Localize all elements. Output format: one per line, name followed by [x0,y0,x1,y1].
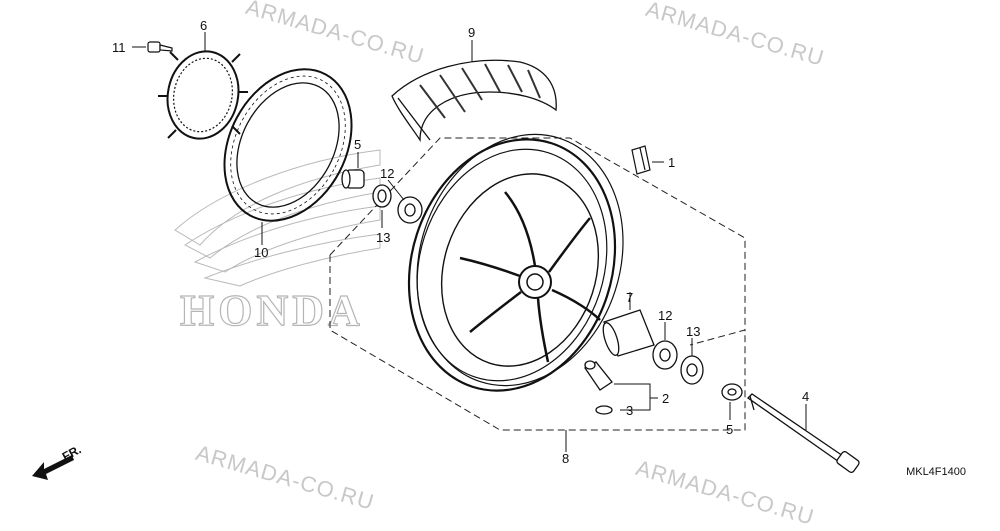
bearing-left [397,196,423,224]
callout-12-upper: 12 [380,166,394,181]
tire-valve [584,360,613,391]
callout-8: 8 [562,451,569,466]
bearing-right [652,340,678,370]
front-direction-arrow [32,455,74,480]
diagram-code: MKL4F1400 [906,466,966,478]
callout-10: 10 [254,245,268,260]
collar-left [341,169,365,189]
bolt [147,41,173,53]
leader-12a [387,179,405,201]
dust-seal-left [372,184,392,208]
callout-12-lower: 12 [658,308,672,323]
sensor-ring [158,50,248,140]
callout-11: 11 [112,40,126,55]
callout-9: 9 [468,25,475,40]
honda-wing-logo [174,149,381,287]
callout-3: 3 [626,403,633,418]
callout-6: 6 [200,18,207,33]
front-axle [746,393,860,474]
parts-diagram: ARMADA-CO.RU ARMADA-CO.RU ARMADA-CO.RU A… [32,0,966,530]
callout-4: 4 [802,389,809,404]
valve-o-ring [595,405,613,415]
callout-7: 7 [626,290,633,305]
wheel [407,133,624,392]
callout-13-lower: 13 [686,324,700,339]
callout-2: 2 [662,391,669,406]
callout-5-lower: 5 [726,422,733,437]
callout-13-upper: 13 [376,230,390,245]
callout-1: 1 [668,155,675,170]
tire [391,59,557,143]
callout-5-upper: 5 [354,137,361,152]
dust-seal-right [680,355,704,385]
assembly-outline [329,137,746,431]
leader-2-3 [614,383,658,411]
brake-disc [223,68,353,222]
balance-weight [631,145,651,175]
honda-logo-text: HONDA [180,286,364,335]
distance-collar [602,309,655,357]
collar-right [721,383,743,401]
